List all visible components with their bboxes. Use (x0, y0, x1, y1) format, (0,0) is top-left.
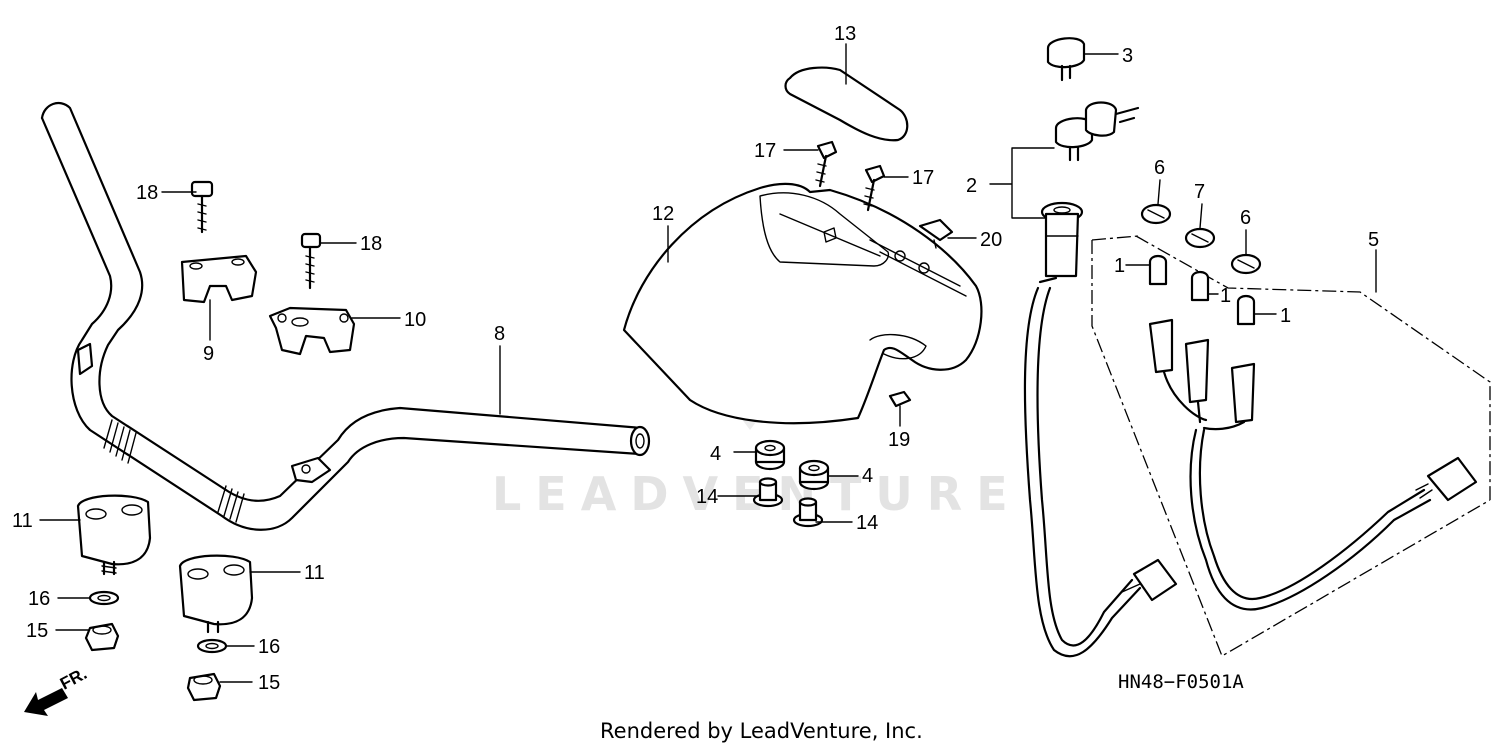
indicator-harness-5 (1091, 203, 1491, 657)
bolt-18-left (190, 180, 214, 234)
callout-17: 17 (754, 140, 776, 162)
callout-11: 11 (304, 562, 325, 584)
callout-14: 14 (856, 512, 878, 534)
callout-4: 4 (710, 443, 721, 465)
ignition-switch (1023, 201, 1178, 658)
lower-holder-11-left (76, 494, 152, 576)
grommet-4-right (798, 459, 830, 491)
callouts: 1 1 1 2 3 4 4 5 6 6 7 8 9 10 11 11 12 13… (12, 23, 1379, 694)
callout-19: 19 (888, 429, 910, 451)
callout-8: 8 (494, 323, 505, 345)
callout-6: 6 (1240, 207, 1251, 229)
handlebar-cover-12 (622, 182, 983, 425)
callout-5: 5 (1368, 229, 1379, 251)
screw-17-right (863, 164, 886, 212)
washer-19 (888, 390, 912, 408)
callout-18: 18 (360, 233, 382, 255)
clip-20 (918, 218, 954, 249)
callout-16: 16 (258, 636, 280, 658)
footer-credit: Rendered by LeadVenture, Inc. (600, 719, 923, 743)
callout-15: 15 (26, 620, 48, 642)
washer-16-left (88, 590, 120, 606)
callout-11: 11 (12, 510, 33, 532)
callout-6: 6 (1154, 157, 1165, 179)
holder-10 (268, 306, 356, 356)
lid-13 (784, 66, 909, 142)
nut-15-right (186, 672, 222, 702)
callout-3: 3 (1122, 45, 1133, 67)
diagram-code: HN48−F0501A (1118, 671, 1244, 693)
callout-7: 7 (1194, 181, 1205, 203)
callout-10: 10 (404, 309, 426, 331)
lower-holder-11-right (178, 554, 254, 634)
callout-1: 1 (1280, 305, 1291, 327)
callout-9: 9 (203, 343, 214, 365)
front-direction-arrow: FR. (24, 664, 90, 716)
callout-20: 20 (980, 229, 1002, 251)
leader-lines (39, 43, 1377, 683)
collar-14-right (792, 497, 824, 528)
callout-12: 12 (652, 203, 674, 225)
bolt-18-right (300, 232, 322, 290)
collar-14-left (752, 477, 784, 508)
callout-16: 16 (28, 588, 50, 610)
callout-4: 4 (862, 465, 873, 487)
holder-9 (180, 254, 258, 304)
callout-1: 1 (1220, 285, 1231, 307)
grommet-4-left (754, 439, 786, 471)
callout-14: 14 (696, 486, 718, 508)
key-set-2 (1054, 101, 1140, 162)
callout-18: 18 (136, 182, 158, 204)
watermark-text: LEADVENTURE (492, 467, 1022, 521)
key-3 (1046, 37, 1086, 82)
callout-13: 13 (834, 23, 856, 45)
callout-17: 17 (912, 167, 934, 189)
handlebar (40, 101, 651, 531)
callout-2: 2 (966, 175, 977, 197)
screw-17-left (815, 140, 838, 188)
washer-16-right (196, 638, 228, 654)
callout-1: 1 (1114, 255, 1125, 277)
callout-15: 15 (258, 672, 280, 694)
nut-15-left (84, 622, 120, 652)
